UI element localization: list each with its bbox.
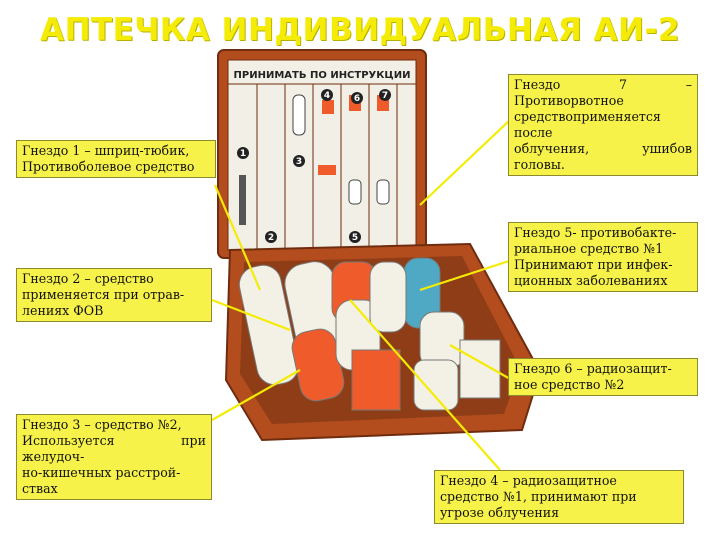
callout-slot-5-line-2: риальное средство №1 [514, 241, 664, 256]
callout-slot-4-line-3: угрозе облучения [440, 505, 560, 520]
callout-slot-6: Гнездо 6 – радиозащит- ное средство №2 [508, 358, 698, 396]
callout-slot-4-line-2: средство №1, принимают при [440, 489, 637, 504]
callout-slot-5-line-3: Принимают при инфек- [514, 257, 673, 272]
callout-slot-5-line-4: ционных заболеваниях [514, 273, 668, 288]
callout-slot-5-line-1: Гнездо 5- противобакте- [514, 225, 677, 240]
callout-pointers [211, 119, 513, 471]
lid-header: ПРИНИМАТЬ ПО ИНСТРУКЦИИ [234, 70, 411, 81]
callout-slot-3-line-4: ствах [22, 481, 58, 496]
callout-slot-2-line-2: применяется при отрав- [22, 287, 185, 302]
lid-number-4: 4 [324, 91, 330, 101]
callout-slot-4: Гнездо 4 – радиозащитное средство №1, пр… [434, 470, 684, 524]
callout-slot-1: Гнездо 1 – шприц-тюбик, Противоболевое с… [16, 140, 216, 178]
callout-slot-3-line-1: Гнездо 3 – средство №2, [22, 417, 182, 432]
callout-slot-2-line-1: Гнездо 2 – средство [22, 271, 154, 286]
callout-slot-7-line-2: средствоприменяется после [514, 109, 661, 140]
lid-number-6: 6 [354, 94, 360, 104]
callout-slot-1-line-2: Противоболевое средство [22, 159, 195, 174]
lid-syringe-pictogram [239, 175, 246, 225]
lid-number-7: 7 [382, 91, 388, 101]
callout-slot-7-line-3: облучения, ушибов головы. [514, 141, 692, 172]
callout-slot-3: Гнездо 3 – средство №2, Используется при… [16, 414, 212, 500]
callout-slot-7-line-1: Гнездо 7 –Противорвотное [514, 77, 692, 108]
callout-slot-6-line-2: ное средство №2 [514, 377, 625, 392]
kit-lid: ПРИНИМАТЬ ПО ИНСТРУКЦИИ [217, 49, 427, 259]
callout-slot-2: Гнездо 2 – средство применяется при отра… [16, 268, 212, 322]
lid-number-2: 2 [268, 233, 274, 243]
kit-tray [224, 242, 542, 442]
callout-slot-2-line-3: лениях ФОВ [22, 303, 104, 318]
lid-number-5: 5 [352, 233, 358, 243]
lid-number-1: 1 [240, 149, 246, 159]
slide-title: АПТЕЧКА ИНДИВИДУАЛЬНАЯ АИ-2 [40, 12, 680, 48]
callout-slot-1-line-1: Гнездо 1 – шприц-тюбик, [22, 143, 190, 158]
callout-slot-6-line-1: Гнездо 6 – радиозащит- [514, 361, 672, 376]
callout-slot-5: Гнездо 5- противобакте- риальное средств… [508, 222, 698, 292]
callout-slot-4-line-1: Гнездо 4 – радиозащитное [440, 473, 617, 488]
callout-slot-3-line-3: но-кишечных расстрой- [22, 465, 181, 480]
capsule-slot-2 [238, 264, 300, 386]
callout-slot-7: Гнездо 7 –Противорвотное средствоприменя… [508, 74, 698, 176]
lid-number-3: 3 [296, 157, 302, 167]
callout-slot-3-line-2: Используется при желудоч- [22, 433, 206, 464]
